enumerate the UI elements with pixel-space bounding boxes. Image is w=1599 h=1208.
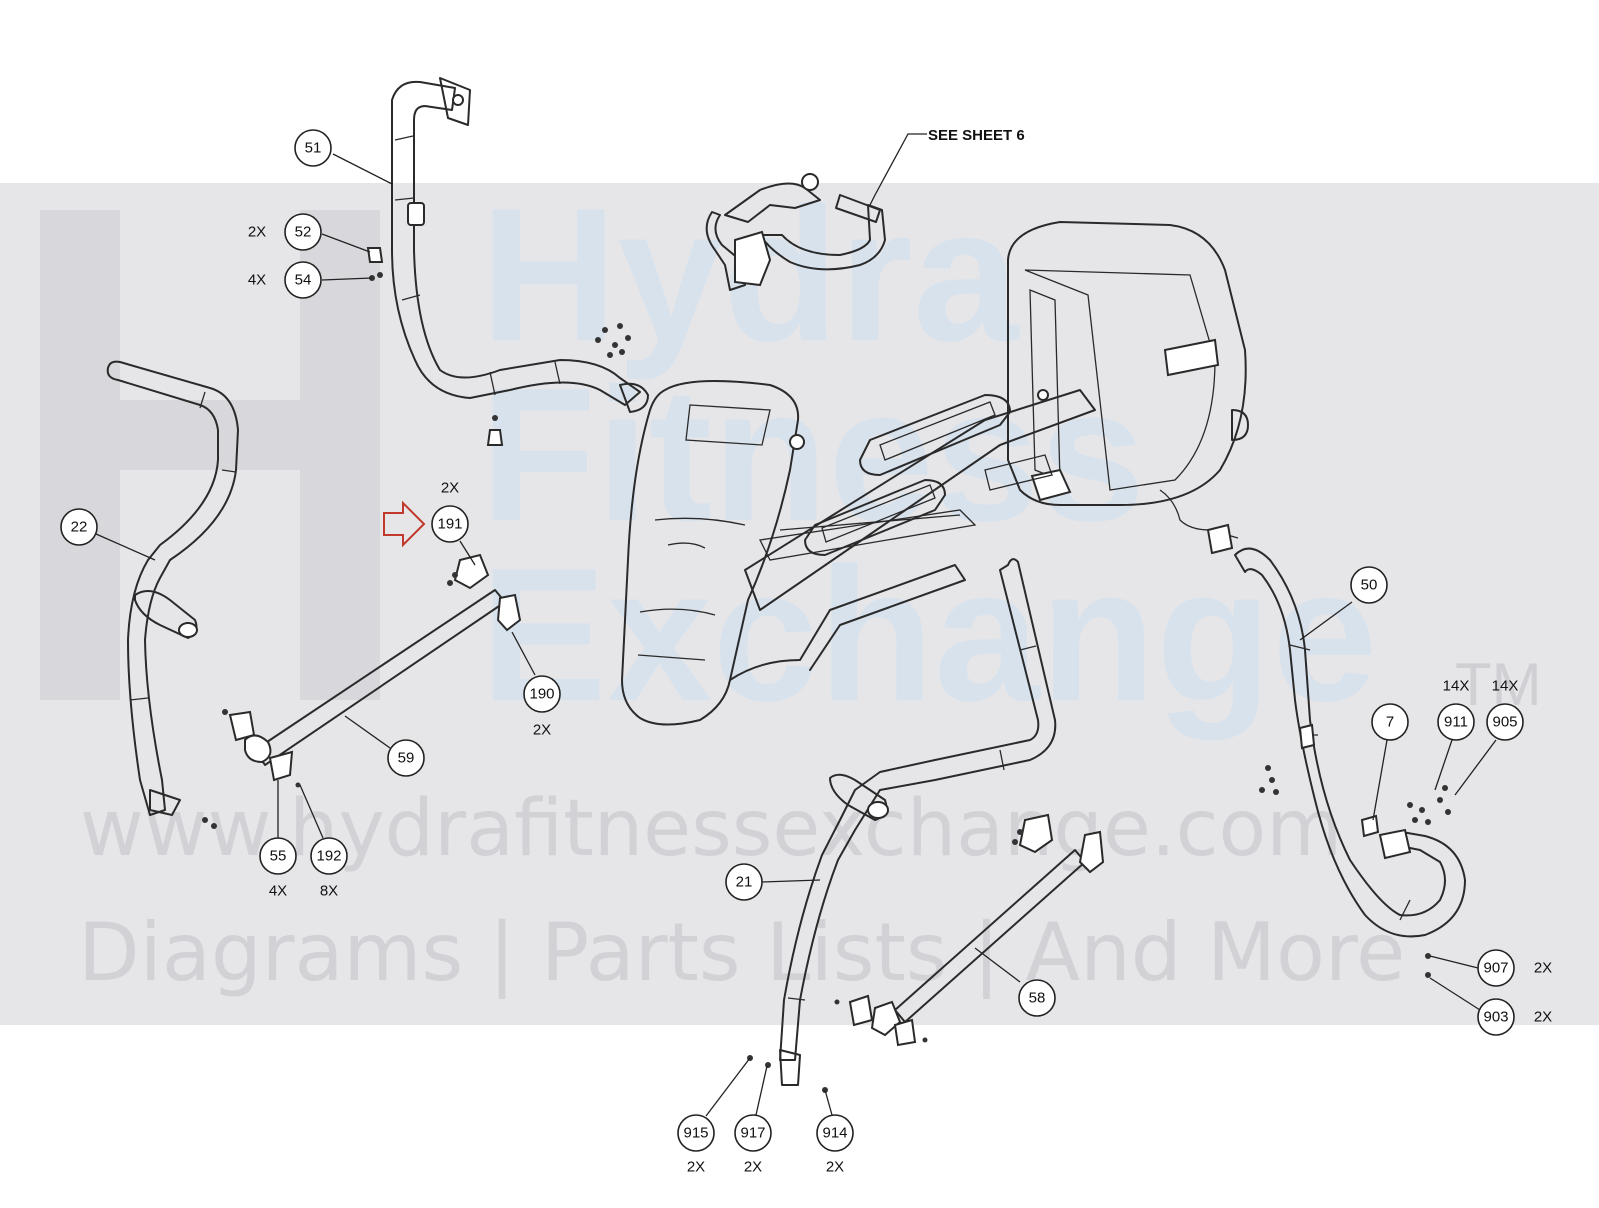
callout-191[interactable] [431,505,469,543]
callout-907-qty: 2X [1534,960,1552,977]
callout-190[interactable] [523,675,561,713]
upper-arm-left [391,77,649,446]
callout-905[interactable] [1486,703,1524,741]
callout-192-label: 192 [316,848,341,865]
link-arm-right [834,813,1105,1047]
callout-903-qty: 2X [1534,1009,1552,1026]
callout-58-label: 58 [1029,990,1046,1007]
callout-911-label: 911 [1444,714,1468,731]
callout-51-label: 51 [305,140,322,157]
callout-54-qty: 4X [248,272,266,289]
callout-55-qty: 4X [269,883,287,900]
callout-917[interactable] [734,1114,772,1152]
callout-915-qty: 2X [687,1159,705,1176]
callout-59-label: 59 [398,750,415,767]
watermark-tagline: Diagrams | Parts Lists | And More [78,906,1405,1000]
part-drawings [106,77,1466,1093]
callout-905-label: 905 [1492,714,1517,731]
see-sheet-note: SEE SHEET 6 [869,127,1025,206]
callout-915[interactable] [677,1114,715,1152]
callout-192[interactable] [310,837,348,875]
callout-914[interactable] [816,1114,854,1152]
upper-arm-right [1234,547,1466,978]
watermark-line3: Exchange [480,529,1378,741]
lower-arm-left [106,360,239,829]
callout-914-qty: 2X [826,1159,844,1176]
callout-50[interactable] [1350,566,1388,604]
callout-907[interactable] [1477,949,1515,987]
callout-51[interactable] [294,129,332,167]
callout-55-label: 55 [270,848,287,865]
lower-arm-right [779,558,1057,1086]
watermark-logo [40,210,380,700]
callout-905-qty: 14X [1492,678,1519,695]
callout-903[interactable] [1477,998,1515,1036]
handlebar-assembly [705,173,886,291]
callout-192-qty: 8X [320,883,338,900]
callout-907-label: 907 [1483,960,1508,977]
callout-914-label: 914 [822,1125,847,1142]
callout-903-label: 903 [1483,1009,1508,1026]
link-arm-left [222,553,522,788]
watermark-band [0,183,1599,1025]
frame-console [621,221,1249,726]
callout-191-label: 191 [437,516,462,533]
callout-190-label: 190 [529,686,554,703]
callout-917-qty: 2X [744,1159,762,1176]
callout-915-label: 915 [683,1125,708,1142]
callout-55[interactable] [259,837,297,875]
callout-50-label: 50 [1361,577,1378,594]
callout-7-label: 7 [1386,714,1394,731]
callout-58[interactable] [1018,979,1056,1017]
callout-911-qty: 14X [1443,678,1470,695]
callout-190-qty: 2X [533,722,551,739]
callout-21-label: 21 [736,874,753,891]
callout-52[interactable] [284,213,322,251]
callout-191-qty: 2X [441,480,459,497]
callout-22[interactable] [60,508,98,546]
callout-54-label: 54 [295,272,312,289]
callout-917-label: 917 [740,1125,765,1142]
callout-911[interactable] [1437,703,1475,741]
callout-22-label: 22 [71,519,88,536]
hardware-52-54 [366,247,384,281]
note-text: SEE SHEET 6 [928,127,1025,144]
callouts: 51 52 2X 54 4X 22 191 2X 190 2X 59 55 4X [60,129,1552,1176]
callout-52-qty: 2X [248,224,266,241]
callout-52-label: 52 [295,224,312,241]
callout-7[interactable] [1371,703,1409,741]
callout-21[interactable] [725,863,763,901]
reference-arrow [383,500,426,548]
callout-59[interactable] [387,739,425,777]
callout-54[interactable] [284,261,322,299]
